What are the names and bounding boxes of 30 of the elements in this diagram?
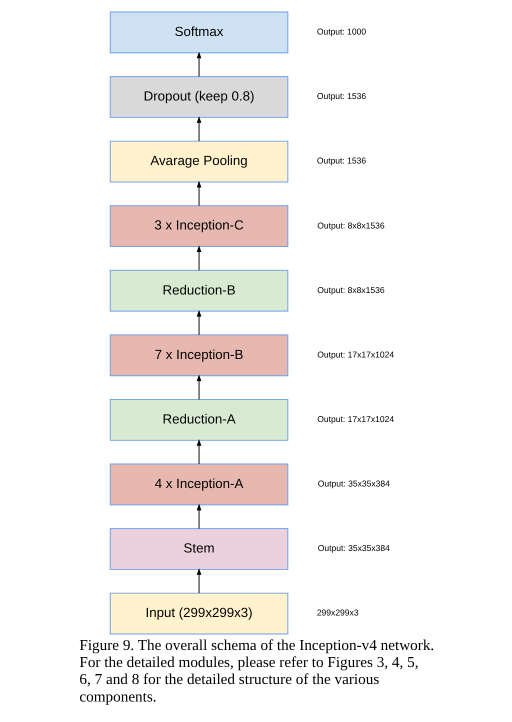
arrow	[196, 52, 201, 78]
node-label: Output: 35x35x384	[317, 478, 390, 489]
arrow	[196, 439, 201, 464]
node-box: Dropout (keep 0.8)	[109, 76, 288, 118]
node-box: Reduction-B	[109, 270, 288, 312]
node-box: Input (299x299x3)	[109, 592, 288, 634]
caption: Figure 9. The overall schema of the Inception-v4 network. For the detailed modules, please refer to Figures 3, 4, 5, 6, 7 and 8 for the detailed structure of the various components.	[78, 636, 434, 706]
arrow	[196, 310, 201, 336]
node-box: Reduction-A	[109, 398, 288, 441]
arrow	[196, 245, 201, 271]
node-label: Output: 35x35x384	[317, 543, 390, 554]
node-label: 299x299x3	[316, 608, 358, 618]
node-label: Output: 8x8x1536	[316, 220, 384, 230]
node-label: Output: 1536	[316, 156, 366, 166]
node-box: 7 x Inception-B	[109, 334, 288, 376]
arrow	[196, 568, 201, 594]
node-box: Avarage Pooling	[109, 140, 288, 182]
arrow	[196, 180, 201, 206]
node-label: Output: 17x17x1024	[316, 349, 394, 360]
arrow	[196, 504, 201, 530]
node-label: Output: 1000	[316, 26, 366, 37]
arrow	[196, 374, 201, 400]
node-label: Output: 17x17x1024	[316, 414, 394, 424]
node-box: 4 x Inception-A	[109, 464, 288, 506]
node-label: Output: 8x8x1536	[316, 284, 384, 295]
node-label: Output: 1536	[316, 91, 366, 102]
arrow	[196, 116, 201, 142]
node-box: Stem	[109, 528, 288, 570]
node-box: Softmax	[109, 12, 288, 54]
node-box: 3 x Inception-C	[109, 205, 288, 248]
